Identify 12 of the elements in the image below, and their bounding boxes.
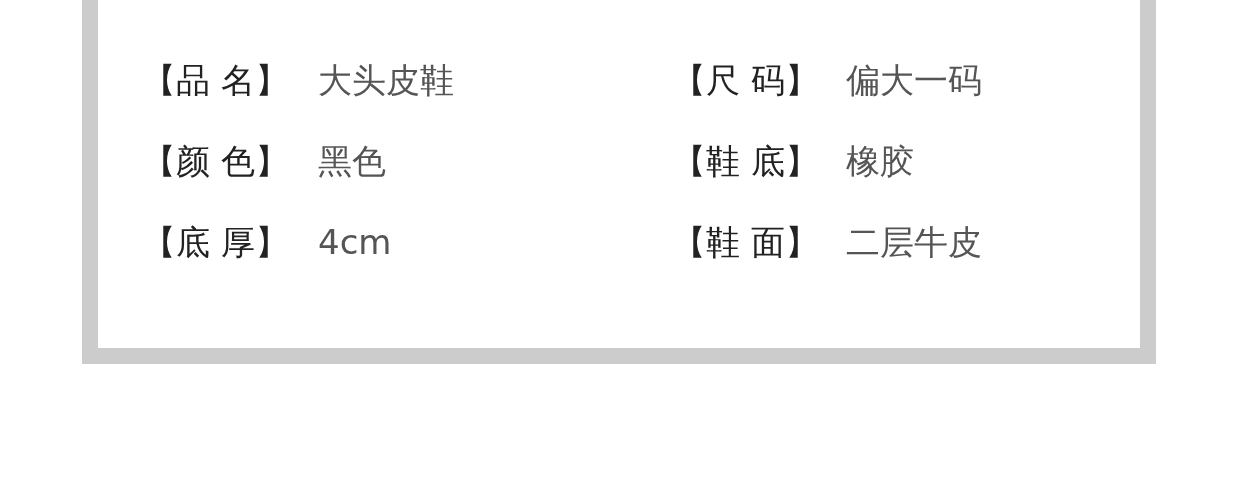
spec-value: 黑色 <box>318 141 386 181</box>
spec-value: 二层牛皮 <box>846 222 982 262</box>
spec-label: 【鞋 面】 <box>672 222 819 262</box>
spec-value: 橡胶 <box>846 141 914 181</box>
spec-label: 【品 名】 <box>142 60 289 100</box>
spec-label: 【尺 码】 <box>672 60 819 100</box>
spec-label: 【颜 色】 <box>142 141 289 181</box>
spec-label: 【鞋 底】 <box>672 141 819 181</box>
spec-value: 4cm <box>318 222 392 262</box>
spec-label: 【底 厚】 <box>142 222 289 262</box>
spec-value: 偏大一码 <box>846 60 982 100</box>
spec-value: 大头皮鞋 <box>318 60 454 100</box>
